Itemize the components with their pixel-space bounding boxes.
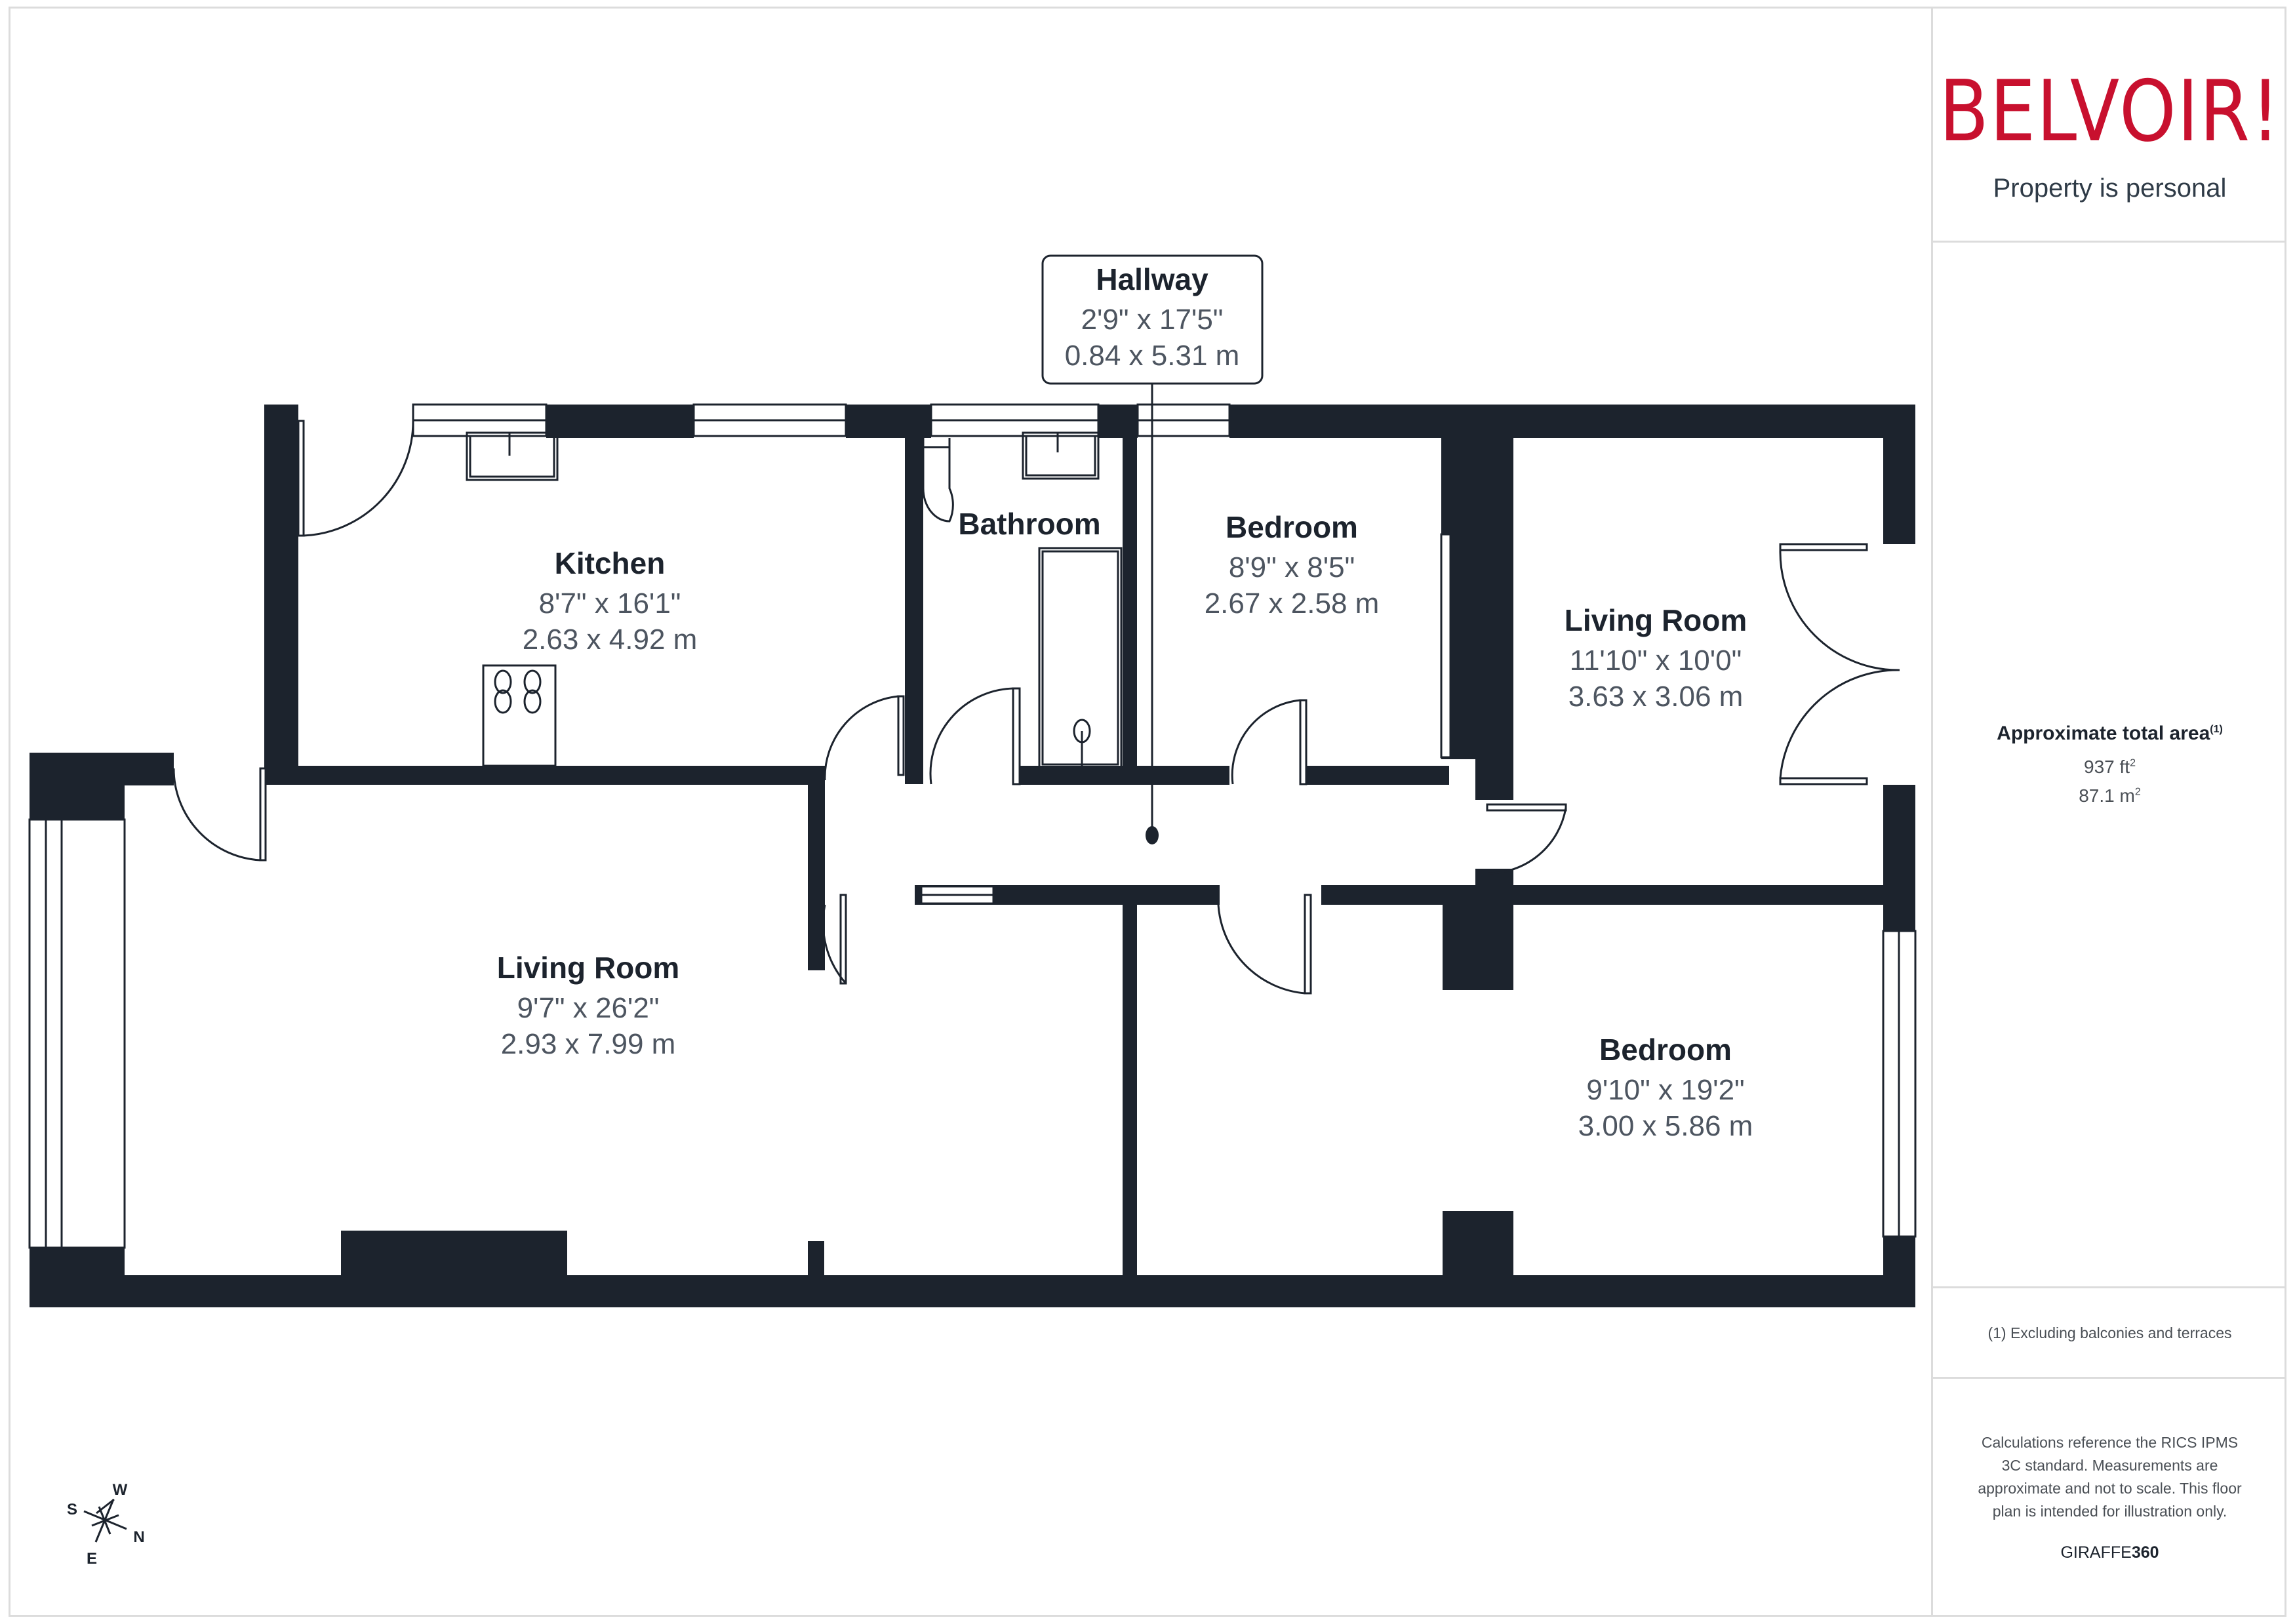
brand-tagline: Property is personal [1993,174,2227,203]
toilet-icon [922,438,954,523]
brand-logo: BELVOIR! [1938,63,2281,161]
disclaimer-block: Calculations reference the RICS IPMS 3C … [1933,1379,2286,1617]
credit-suffix: 360 [2131,1543,2159,1562]
footnote: (1) Excluding balconies and terraces [1987,1324,2232,1341]
divider [1933,241,2286,243]
room-bedroom-small-name: Bedroom [1226,510,1358,544]
compass-e: E [87,1550,97,1568]
credit-prefix: GIRAFFE [2060,1543,2132,1562]
room-living-east-imperial: 11'10" x 10'0" [1570,644,1742,677]
room-kitchen-imperial: 8'7" x 16'1" [539,587,681,620]
page-frame [9,7,2286,1617]
hallway-metric: 0.84 x 5.31 m [1065,340,1240,372]
room-labels: Kitchen 8'7" x 16'1" 2.63 x 4.92 m Bathr… [497,507,1753,1142]
room-kitchen-metric: 2.63 x 4.92 m [523,624,698,656]
room-bedroom-large-name: Bedroom [1599,1033,1732,1067]
area-title-text: Approximate total area [1997,723,2210,744]
hallway-name: Hallway [1096,262,1208,296]
compass-n: N [133,1528,144,1546]
hob-icon [482,664,557,767]
area-sqft-exp: 2 [2130,757,2136,769]
compass-rose-icon: W S N E [67,1481,145,1568]
area-footnote-marker: (1) [2210,724,2223,735]
room-bedroom-small-imperial: 8'9" x 8'5" [1229,551,1355,584]
brand-block: BELVOIR! Property is personal [1933,7,2286,241]
hallway-imperial: 2'9" x 17'5" [1081,304,1224,336]
room-living-west-name: Living Room [497,951,680,985]
room-living-west-metric: 2.93 x 7.99 m [501,1028,676,1060]
hallway-callout: Hallway 2'9" x 17'5" 0.84 x 5.31 m [1041,254,1264,844]
room-living-east-name: Living Room [1565,603,1747,637]
bath-icon [1038,547,1123,769]
compass-s: S [67,1501,77,1518]
basin-icon [1022,431,1100,480]
room-bathroom-name: Bathroom [958,507,1100,541]
area-sqft: 937 ft2 [2084,757,2136,778]
room-bedroom-large-imperial: 9'10" x 19'2" [1586,1074,1744,1106]
info-panel: BELVOIR! Property is personal Approximat… [1931,7,2286,1617]
giraffe360-credit: GIRAFFE360 [2060,1541,2159,1564]
area-block: Approximate total area(1) 937 ft2 87.1 m… [1933,243,2286,1286]
area-sqm-value: 87.1 m [2079,785,2135,806]
divider [1933,1377,2286,1379]
fixtures [466,431,1123,769]
compass-w: W [113,1481,128,1499]
room-kitchen-name: Kitchen [555,546,666,580]
room-bedroom-small-metric: 2.67 x 2.58 m [1205,587,1380,620]
area-sqft-value: 937 ft [2084,757,2130,777]
area-sqm-exp: 2 [2134,786,2141,798]
windows [28,403,1917,1249]
room-bedroom-large-metric: 3.00 x 5.86 m [1578,1110,1753,1142]
doors [172,420,1900,995]
area-sqm: 87.1 m2 [2079,785,2141,806]
area-title: Approximate total area(1) [1997,723,2223,745]
kitchen-sink-icon [466,431,559,481]
walls [30,405,1915,1307]
disclaimer-text: Calculations reference the RICS IPMS 3C … [1978,1434,2242,1520]
room-living-west-imperial: 9'7" x 26'2" [517,992,660,1024]
divider [1933,1286,2286,1288]
room-living-east-metric: 3.63 x 3.06 m [1568,681,1744,713]
